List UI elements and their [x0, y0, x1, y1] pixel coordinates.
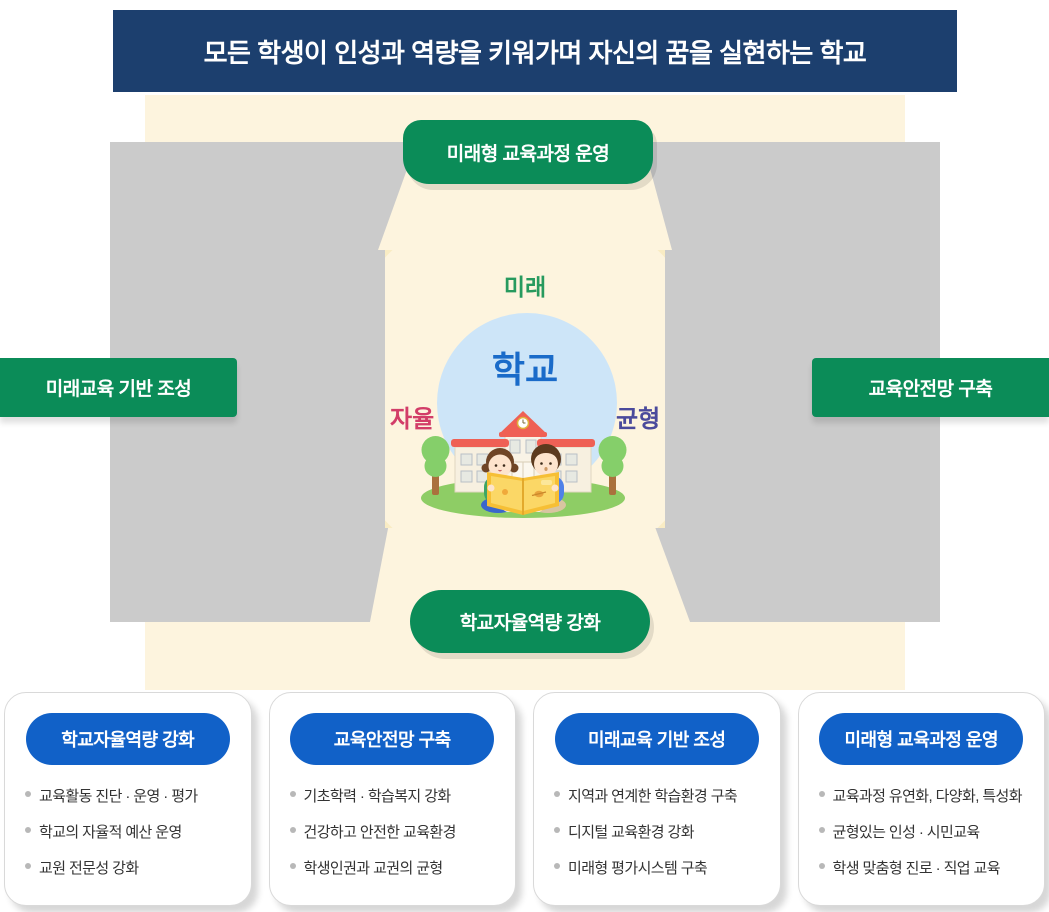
list-item-label: 건강하고 안전한 교육환경 [303, 824, 457, 841]
bullet-dot-icon [818, 827, 825, 833]
bullet-dot-icon [25, 827, 31, 833]
card-item-list: 교육과정 유연화, 다양화, 특성화 균형있는 인성 · 시민교육 학생 맞춤형… [818, 785, 1035, 878]
card-future-curriculum: 미래형 교육과정 운영 교육과정 유연화, 다양화, 특성화 균형있는 인성 ·… [797, 692, 1045, 906]
list-item-label: 교원 전문성 강화 [39, 860, 139, 877]
list-item: 디지털 교육환경 강화 [554, 821, 770, 842]
list-item: 기초학력 · 학습복지 강화 [289, 785, 506, 806]
badge-future-education-base: 미래교육 기반 조성 [0, 358, 237, 417]
open-book-icon [487, 472, 559, 515]
vision-title: 모든 학생이 인성과 역량을 키워가며 자신의 꿈을 실현하는 학교 [203, 37, 867, 68]
card-item-list: 기초학력 · 학습복지 강화 건강하고 안전한 교육환경 학생인권과 교권의 균… [289, 785, 506, 878]
bullet-dot-icon [554, 827, 560, 833]
list-item: 학생 맞춤형 진로 · 직업 교육 [818, 857, 1035, 878]
list-item: 교원 전문성 강화 [25, 857, 241, 878]
card-title-pill: 학교자율역량 강화 [25, 713, 230, 765]
list-item: 학교의 자율적 예산 운영 [25, 821, 241, 842]
list-item-label: 학생인권과 교권의 균형 [303, 860, 444, 877]
list-item-label: 디지털 교육환경 강화 [568, 824, 695, 841]
bullet-dot-icon [289, 827, 296, 833]
bullet-dot-icon [25, 791, 31, 797]
card-title-pill: 미래교육 기반 조성 [554, 713, 759, 765]
bullet-dot-icon [818, 863, 825, 869]
list-item: 교육과정 유연화, 다양화, 특성화 [818, 785, 1035, 806]
list-item-label: 학생 맞춤형 진로 · 직업 교육 [832, 860, 1001, 877]
badge-future-curriculum: 미래형 교육과정 운영 [403, 120, 653, 184]
center-word-school: 학교 [491, 349, 559, 390]
list-item-label: 교육활동 진단 · 운영 · 평가 [39, 788, 198, 805]
list-item-label: 교육과정 유연화, 다양화, 특성화 [832, 788, 1023, 805]
list-item: 지역과 연계한 학습환경 구축 [554, 785, 770, 806]
card-item-list: 지역과 연계한 학습환경 구축 디지털 교육환경 강화 미래형 평가시스템 구축 [554, 785, 770, 878]
card-school-autonomy: 학교자율역량 강화 교육활동 진단 · 운영 · 평가 학교의 자율적 예산 운… [4, 692, 252, 906]
tree-left-icon [421, 436, 450, 495]
tree-right-icon [598, 436, 627, 495]
bullet-dot-icon [289, 791, 296, 797]
card-safety-net: 교육안전망 구축 기초학력 · 학습복지 강화 건강하고 안전한 교육환경 학생… [268, 692, 516, 906]
center-word-future: 미래 [503, 274, 547, 300]
card-title-pill: 미래형 교육과정 운영 [819, 713, 1024, 765]
card-item-list: 교육활동 진단 · 운영 · 평가 학교의 자율적 예산 운영 교원 전문성 강… [25, 785, 241, 878]
bullet-dot-icon [818, 791, 825, 797]
bullet-dot-icon [554, 791, 560, 797]
card-title-pill: 교육안전망 구축 [290, 713, 495, 765]
list-item-label: 균형있는 인성 · 시민교육 [832, 824, 981, 841]
list-item: 균형있는 인성 · 시민교육 [818, 821, 1035, 842]
list-item: 미래형 평가시스템 구축 [554, 857, 770, 878]
list-item: 교육활동 진단 · 운영 · 평가 [25, 785, 241, 806]
card-future-base: 미래교육 기반 조성 지역과 연계한 학습환경 구축 디지털 교육환경 강화 미… [533, 692, 781, 906]
badge-school-autonomy: 학교자율역량 강화 [410, 590, 650, 653]
bullet-dot-icon [554, 863, 560, 869]
list-item-label: 지역과 연계한 학습환경 구축 [568, 788, 738, 805]
strategy-cards: 학교자율역량 강화 교육활동 진단 · 운영 · 평가 학교의 자율적 예산 운… [4, 692, 1045, 906]
list-item-label: 미래형 평가시스템 구축 [568, 860, 708, 877]
children-icon [481, 444, 566, 515]
bullet-dot-icon [25, 863, 31, 869]
list-item: 학생인권과 교권의 균형 [289, 857, 506, 878]
vision-banner: 모든 학생이 인성과 역량을 키워가며 자신의 꿈을 실현하는 학교 [113, 10, 957, 92]
badge-education-safety-net: 교육안전망 구축 [812, 358, 1049, 417]
list-item-label: 기초학력 · 학습복지 강화 [303, 788, 452, 805]
list-item-label: 학교의 자율적 예산 운영 [39, 824, 182, 841]
center-word-autonomy: 자율 [390, 406, 435, 433]
children-reading-illustration [421, 411, 627, 518]
bullet-dot-icon [289, 863, 296, 869]
list-item: 건강하고 안전한 교육환경 [289, 821, 506, 842]
center-word-balance: 균형 [616, 406, 661, 433]
